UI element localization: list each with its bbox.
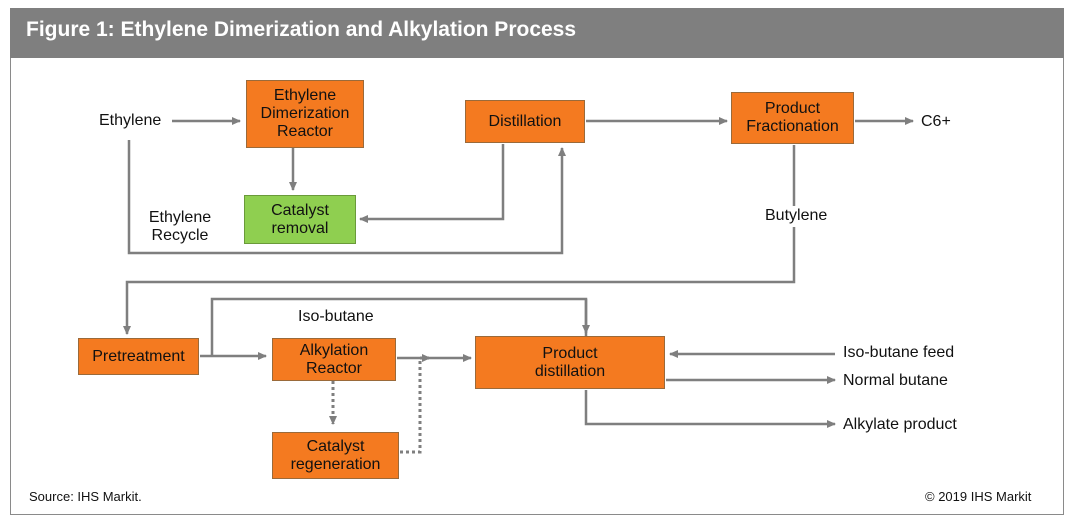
source-note: Source: IHS Markit. (29, 489, 142, 504)
figure-frame (10, 8, 1064, 515)
ethylene-dimerization-reactor-label: Ethylene Dimerization Reactor (260, 87, 350, 140)
alkylation-reactor-label: Alkylation Reactor (299, 341, 369, 377)
pretreatment-label: Pretreatment (92, 347, 185, 365)
butylene-label: Butylene (765, 207, 828, 224)
flow-distillation-to-catalyst-removal (359, 144, 505, 223)
flow-butylene-loop (123, 227, 796, 335)
iso-butane-feed-label: Iso-butane feed (843, 344, 955, 361)
distillation-box: Distillation (465, 100, 585, 143)
ethylene-recycle-label: Ethylene Recycle (148, 209, 212, 244)
catalyst-removal-box: Catalyst removal (244, 195, 356, 244)
pretreatment-box: Pretreatment (78, 338, 199, 375)
iso-butane-label: Iso-butane (298, 308, 374, 325)
flow-regeneration-return-dashed (400, 354, 431, 454)
c6-plus-label: C6+ (921, 113, 951, 130)
normal-butane-label: Normal butane (843, 372, 948, 389)
distillation-label: Distillation (488, 112, 562, 130)
product-distillation-label: Product distillation (534, 344, 606, 380)
product-fractionation-label: Product Fractionation (746, 100, 839, 135)
flow-ethylene-recycle (127, 140, 566, 255)
catalyst-removal-label: Catalyst removal (271, 201, 329, 237)
product-distillation-box: Product distillation (475, 336, 665, 389)
flow-alkylate-product (584, 390, 836, 428)
title-bar (10, 8, 1064, 58)
ethylene-label: Ethylene (99, 112, 162, 129)
catalyst-regeneration-box: Catalyst regeneration (272, 432, 399, 479)
figure-title: Figure 1: Ethylene Dimerization and Alky… (26, 18, 577, 41)
catalyst-regeneration-label: Catalyst regeneration (290, 437, 381, 473)
alkylate-product-label: Alkylate product (843, 416, 957, 433)
ethylene-dimerization-reactor-box: Ethylene Dimerization Reactor (246, 80, 364, 148)
product-fractionation-box: Product Fractionation (731, 92, 854, 144)
copyright-note: © 2019 IHS Markit (925, 489, 1032, 504)
alkylation-reactor-box: Alkylation Reactor (272, 338, 396, 381)
